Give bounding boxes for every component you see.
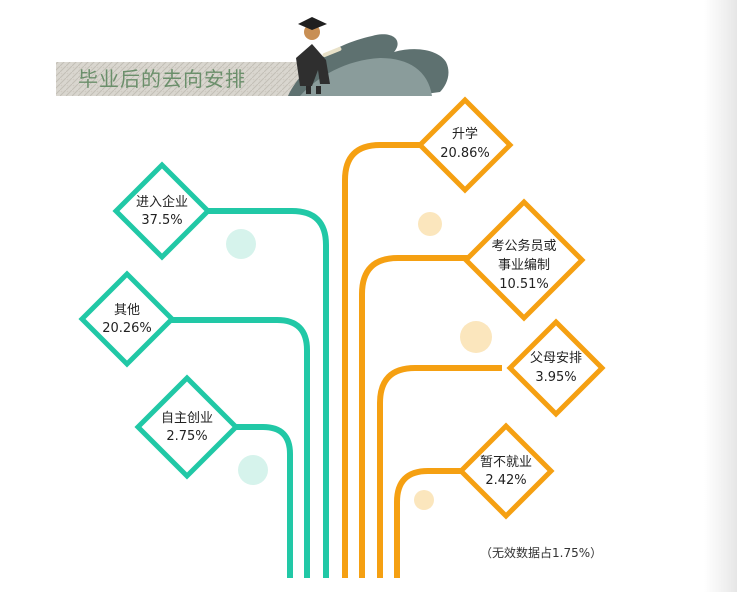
graduate-gown [296,44,330,86]
category-name: 升学 [452,126,478,142]
invalid-data-footnote: （无效数据占1.75%） [480,545,602,560]
branch-line-升学 [342,142,420,578]
diamond-shape [134,374,240,480]
diploma-scroll [322,47,342,57]
category-value: 3.95% [535,370,576,385]
diamond-node-进入企业: 进入企业 37.5% [112,161,212,261]
branch-line-进入企业 [208,208,329,578]
category-name: 自主创业 [161,411,213,426]
decor-dot-orange-2 [460,321,492,353]
category-name-line-2: 事业编制 [498,258,550,273]
category-name: 父母安排 [530,351,582,366]
diamond-shape [506,318,606,418]
category-name: 进入企业 [136,194,188,210]
category-value: 20.26% [102,321,152,336]
diamond-shape [78,270,176,368]
diamond-shape [416,96,514,194]
category-value: 37.5% [141,213,182,228]
category-diamonds: 进入企业 37.5% 其他 20.26% 自主创业 2.75% 升学 20.86… [78,96,606,520]
category-value: 2.42% [485,473,526,488]
graduate-figure [296,17,342,94]
left-branches [170,208,329,578]
branch-line-暂不就业 [394,468,462,578]
graduate-leg-left [306,86,311,94]
category-value: 10.51% [499,277,549,292]
diamond-node-自主创业: 自主创业 2.75% [134,374,240,480]
category-name-line-1: 考公务员或 [491,238,556,254]
decor-dot-orange-3 [414,490,434,510]
banner-wave-light [300,58,432,96]
diamond-shape [462,198,586,322]
category-name: 其他 [114,303,140,318]
diamond-node-父母安排: 父母安排 3.95% [506,318,606,418]
graduate-leg-right [316,86,321,94]
right-branches [342,142,502,578]
decor-dot-teal-2 [238,455,268,485]
diamond-node-其他: 其他 20.26% [78,270,176,368]
diamond-shape [112,161,212,261]
category-name: 暂不就业 [480,455,532,470]
branch-line-父母安排 [377,365,502,578]
banner-background [56,62,316,96]
branch-line-其他 [170,317,310,578]
title-banner: 毕业后的去向安排 [56,17,449,96]
diamond-node-暂不就业: 暂不就业 2.42% [457,422,555,520]
graduation-cap [298,17,327,30]
branch-line-考公务员或事业编制 [359,255,468,578]
decor-dot-teal-1 [226,229,256,259]
category-value: 2.75% [166,429,207,444]
page-edge-shadow [704,0,737,592]
diamond-shape [457,422,555,520]
decor-dot-orange-1 [418,212,442,236]
diamond-node-升学: 升学 20.86% [416,96,514,194]
banner-title: 毕业后的去向安排 [78,67,246,91]
branch-line-自主创业 [236,424,293,578]
diamond-node-考公务员或事业编制: 考公务员或 事业编制 10.51% [462,198,586,322]
category-value: 20.86% [440,146,490,161]
